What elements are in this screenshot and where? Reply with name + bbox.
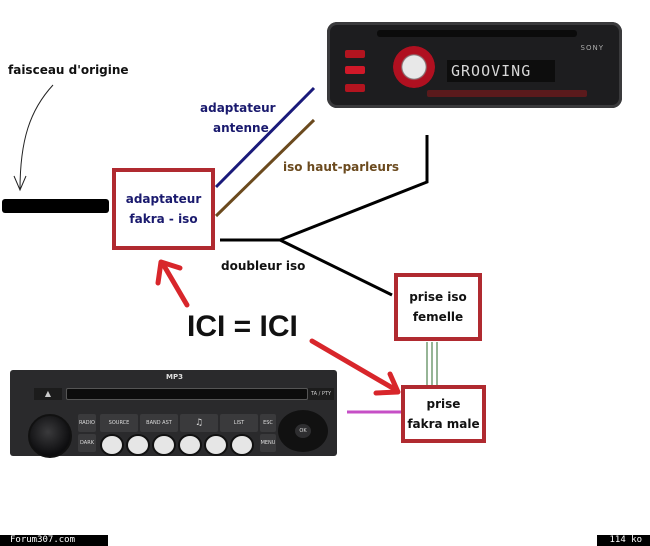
iso-doubler-label: doubleur iso [221,259,306,273]
side-button-right-2: MENU [260,434,276,452]
side-button-left-1: RADIO [78,414,96,432]
preset-button [100,434,124,456]
brand-logo: SONY [580,44,604,52]
eject-icon: ▲ [34,388,62,400]
preset-button [126,434,150,456]
preset-button [178,434,202,456]
prise-fakra-male-box: prise fakra male [401,385,486,443]
prise-iso-femelle-box: prise iso femelle [394,273,482,341]
red-arrow-right [309,338,399,393]
volume-knob [393,46,435,88]
antenna-wire [214,86,316,189]
original-harness [2,199,109,213]
volume-knob [28,414,72,458]
faisceau-arrowhead [13,175,27,192]
faisceau-label: faisceau d'origine [8,63,129,77]
cd-slot [66,388,308,400]
preset-button [230,434,254,456]
music-button: ♫ [180,414,218,432]
aftermarket-radio-image: GROOVING SONY [327,22,622,108]
prise-fakra-male-line2: fakra male [407,417,480,431]
antenna-adapter-label-2: antenne [213,121,269,135]
prise-iso-femelle-line1: prise iso [409,290,467,304]
prise-fakra-male-line1: prise [426,397,461,411]
radio-display: GROOVING [447,60,555,82]
red-arrowhead-left [155,259,183,286]
footer-file-size: 114 ko [597,535,650,546]
iso-speakers-label: iso haut-parleurs [283,160,400,174]
source-button: SOURCE [100,414,138,432]
list-button: LIST [220,414,258,432]
iso-doubler-branch [279,238,393,297]
antenna-adapter-label-1: adaptateur [200,101,276,115]
adaptateur-fakra-iso-line1: adaptateur [125,192,202,206]
side-button-right-1: ESC [260,414,276,432]
preset-button [204,434,228,456]
preset-button [152,434,176,456]
adaptateur-fakra-iso-line2: fakra - iso [129,212,198,226]
cd-slot [377,30,577,37]
prise-iso-femelle-line2: femelle [412,310,464,324]
speaker-wire [214,118,316,218]
iso-doubler-wire [220,135,429,242]
preset-buttons [427,90,587,97]
ta-pty-button: TA / PTY [308,388,334,400]
ok-button: OK [295,424,311,438]
radio-button [345,50,365,58]
radio-button [345,84,365,92]
side-button-left-2: DARK [78,434,96,452]
faisceau-arrow [19,84,54,191]
navigation-dpad: OK [278,410,328,452]
adaptateur-fakra-iso-box: adaptateur fakra - iso [112,168,215,250]
factory-radio-image: MP3 ▲ TA / PTY RADIO DARK SOURCE BAND AS… [10,370,337,458]
ici-equals-ici-title: ICI = ICI [187,310,298,343]
red-arrowhead-right [373,371,401,396]
radio-button [345,66,365,74]
mp3-label: MP3 [166,373,183,381]
band-button: BAND AST [140,414,178,432]
footer-site-label: Forum307.com [0,535,108,546]
red-arrow-left [160,261,190,308]
